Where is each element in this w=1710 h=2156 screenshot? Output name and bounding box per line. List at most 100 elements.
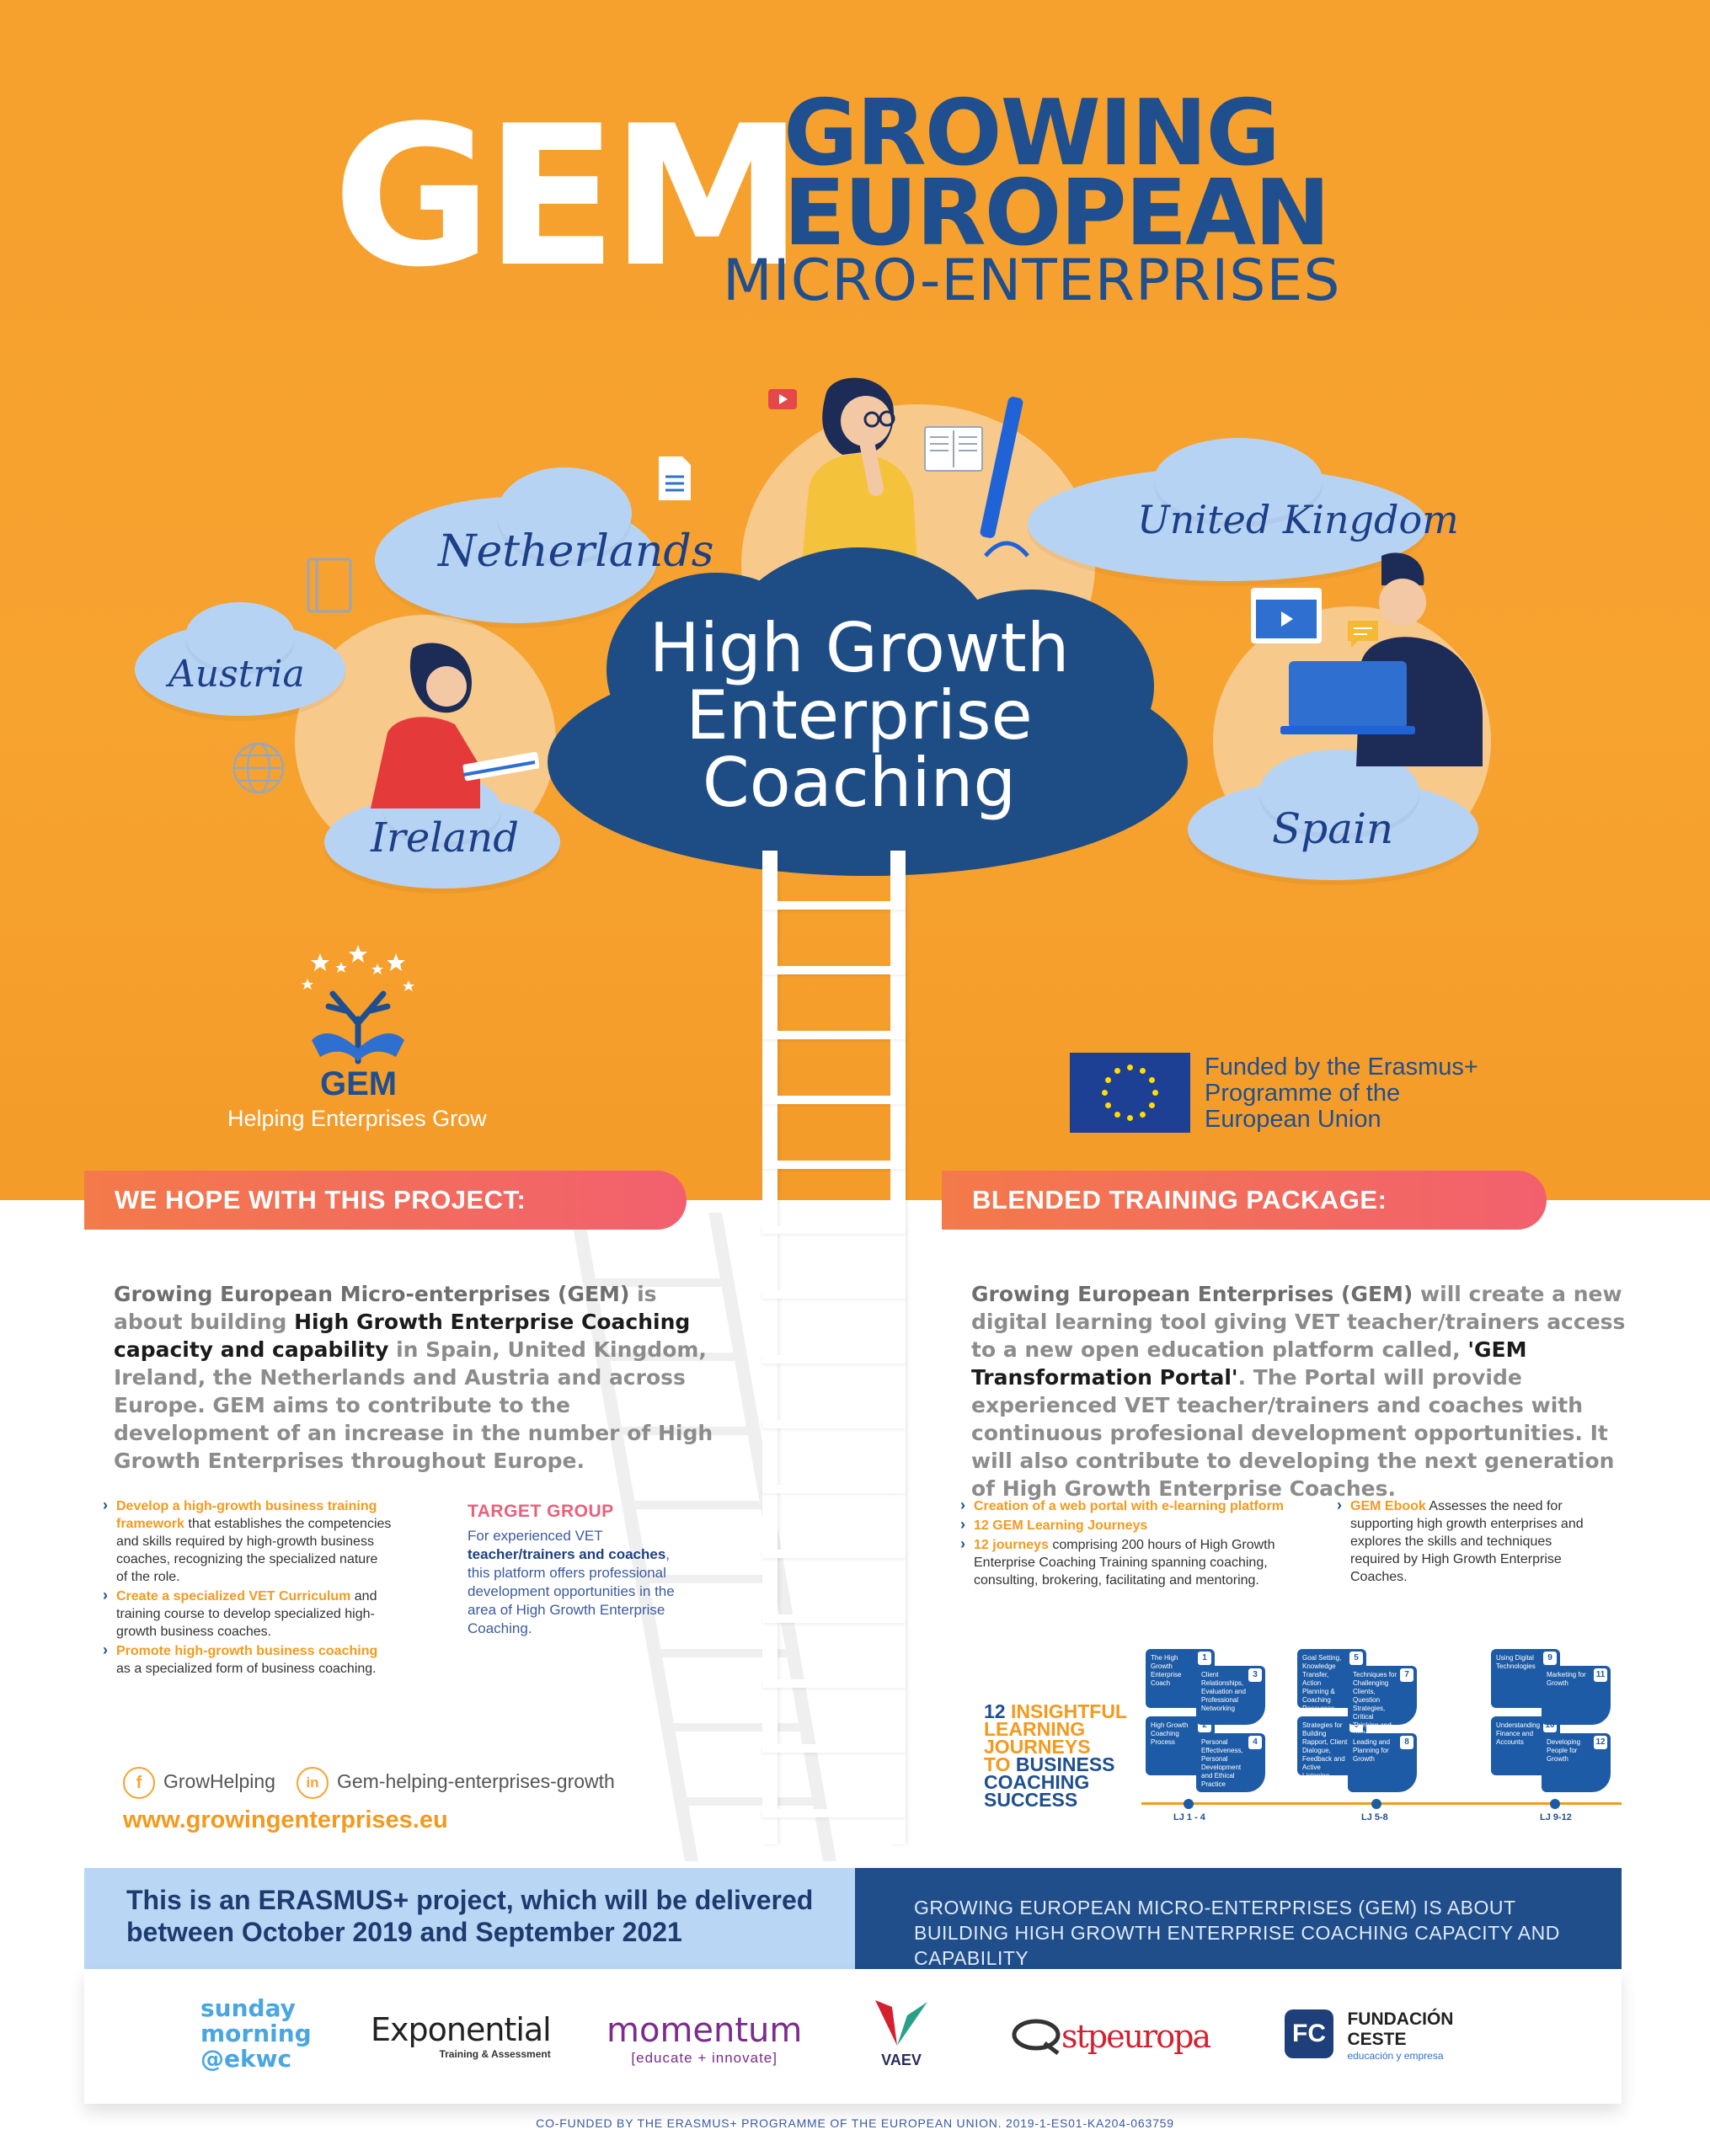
bullet-highlight: Create a specialized VET Curriculum: [116, 1589, 351, 1604]
target-group-body: For experienced VET teacher/trainers and…: [468, 1527, 691, 1638]
social-facebook[interactable]: f GrowHelping: [123, 1767, 275, 1799]
project-duration-panel: [84, 1868, 855, 1969]
cloud-united-kingdom-puff: [1154, 438, 1323, 522]
timeline-title-part: BUSINESS: [1015, 1753, 1115, 1775]
journey-label: High Growth Coaching Process: [1151, 1721, 1189, 1746]
target-group-title: TARGET GROUP: [468, 1502, 614, 1521]
journey-label: Strategies for Building Rapport, Client …: [1302, 1721, 1348, 1780]
journey-number: 1: [1198, 1652, 1211, 1665]
open-book-icon: [924, 426, 983, 472]
ladder-rung: [762, 901, 906, 910]
partner-exponential-sub: Training & Assessment: [439, 2048, 551, 2060]
cloud-austria-puff: [185, 602, 295, 670]
right-intro-part-3: 'GEM Transformation Portal': [971, 1337, 1527, 1390]
timeline-title-part: JOURNEYS: [984, 1736, 1091, 1758]
country-united-kingdom: United Kingdom: [1137, 497, 1459, 542]
ladder-rung: [762, 966, 906, 974]
partner-logo-momentum: momentum [educate + innovate]: [607, 2011, 802, 2067]
eu-star: [1114, 1068, 1120, 1075]
partner-ceste-line-3: educación y empresa: [1347, 2050, 1444, 2062]
country-ireland: Ireland: [371, 814, 519, 862]
partner-sunday-line: @ekwc: [200, 2045, 292, 2073]
journey-label: Goal Setting, Knowledge Transfer, Action…: [1302, 1654, 1342, 1712]
bullet-text: and training course to develop specializ…: [116, 1589, 377, 1639]
list-item: GEM Ebook Assesses the need for supporti…: [1335, 1497, 1592, 1586]
timeline-title-part: LEARNING: [984, 1718, 1086, 1740]
title-micro-enterprises: MICRO-ENTERPRISES: [723, 248, 1341, 314]
left-intro-part-1: Growing European Micro-enterprises (GEM): [114, 1282, 630, 1306]
list-item: Promote high-growth business coaching as…: [101, 1641, 392, 1678]
right-bullet-list-a: Creation of a web portal with e-learning…: [959, 1497, 1312, 1591]
journey-number: 9: [1543, 1652, 1557, 1665]
vaev-mark-icon: [875, 2000, 927, 2046]
eu-star: [1127, 1115, 1133, 1121]
partner-logo-vaev: VAEV: [872, 1999, 931, 2069]
ladder-rung: [762, 1290, 906, 1299]
partner-sunday-line: morning: [200, 2020, 312, 2047]
partner-momentum-name: momentum: [607, 2011, 803, 2050]
project-summary-text: GROWING EUROPEAN MICRO-ENTERPRISES (GEM)…: [914, 1897, 1560, 1969]
ladder-rung: [762, 1485, 906, 1493]
ladder-rail-left: [762, 851, 778, 1844]
journey-number: 8: [1400, 1736, 1413, 1749]
timeline-title: 12 INSIGHTFUL LEARNING JOURNEYS TO BUSIN…: [984, 1700, 1127, 1810]
partner-momentum-sub: [educate + innovate]: [631, 2050, 778, 2066]
journey-label: Understanding Finance and Accounts: [1496, 1721, 1541, 1746]
eu-star: [1102, 1090, 1108, 1096]
left-intro-part-4: in Spain, United Kingdom, Ireland, the N…: [114, 1337, 713, 1473]
website-link[interactable]: www.growingenterprises.eu: [123, 1806, 448, 1833]
ladder-rung: [762, 1614, 906, 1623]
main-cloud-title: High Growth Enterprise Coaching: [581, 615, 1137, 817]
journey-number: 12: [1594, 1736, 1607, 1749]
journey-tag-4: Personal Effectiveness, Personal Develop…: [1196, 1733, 1265, 1792]
video-play-icon: [768, 389, 797, 409]
left-intro-part-2: is about building: [114, 1282, 657, 1334]
journey-label: Leading and Planning for Growth: [1353, 1738, 1391, 1763]
project-summary-panel: [855, 1868, 1622, 1969]
eu-star: [1148, 1077, 1155, 1083]
right-intro-part-1: Growing European Enterprises (GEM): [971, 1282, 1413, 1306]
bullet-highlight: GEM Ebook: [1350, 1499, 1426, 1513]
target-group-part-3: , this platform offers professional deve…: [468, 1546, 675, 1636]
ceste-fc-icon: FC: [1285, 2009, 1333, 2058]
journey-tag-3: Client Relationships, Evaluation and Pro…: [1196, 1666, 1265, 1725]
facebook-icon: f: [123, 1767, 155, 1799]
ladder-rung: [762, 1096, 906, 1104]
journey-number: 3: [1248, 1668, 1262, 1682]
gem-logo-name: GEM: [320, 1065, 398, 1102]
monitor-illustration: [980, 397, 1029, 558]
ladder-illustration: [762, 851, 906, 1844]
eu-star: [1140, 1068, 1146, 1075]
right-section-banner: BLENDED TRAINING PACKAGE:: [942, 1171, 1547, 1230]
journey-label: Client Relationships, Evaluation and Pro…: [1201, 1671, 1246, 1712]
main-cloud-line-1: High Growth: [649, 609, 1070, 687]
partner-vaev-name: VAEV: [881, 2052, 922, 2068]
partner-logo-fundacion-ceste: FC FUNDACIÓN CESTE educación y empresa: [1285, 2009, 1453, 2062]
country-austria: Austria: [168, 653, 305, 696]
left-bullet-list: Develop a high-growth business training …: [101, 1497, 392, 1679]
list-item: 12 GEM Learning Journeys: [959, 1516, 1312, 1534]
ladder-rung: [762, 1420, 906, 1428]
ladder-rung: [762, 1550, 906, 1558]
eu-star: [1152, 1090, 1158, 1096]
timeline-title-part: 12: [984, 1700, 1011, 1722]
eu-star: [1105, 1102, 1112, 1108]
bullet-text: Assesses the need for supporting high gr…: [1350, 1499, 1584, 1584]
bullet-text: comprising 200 hours of High Growth Ente…: [974, 1538, 1275, 1588]
facebook-handle: GrowHelping: [163, 1770, 275, 1793]
timeline-title-part: COACHING: [984, 1771, 1090, 1793]
journey-label: Developing People for Growth: [1547, 1738, 1581, 1763]
gem-wordmark: GEM: [333, 85, 804, 310]
left-intro-part-3: High Growth Enterprise Coaching capacity…: [114, 1310, 691, 1362]
woman-writing-illustration: [371, 643, 539, 808]
partner-ceste-line-1: FUNDACIÓN: [1347, 2009, 1454, 2029]
main-cloud-bottom: [649, 724, 1087, 876]
list-item: Creation of a web portal with e-learning…: [959, 1497, 1312, 1515]
eu-star: [1114, 1111, 1120, 1118]
left-intro-paragraph: Growing European Micro-enterprises (GEM)…: [114, 1280, 720, 1475]
project-duration-text: This is an ERASMUS+ project, which will …: [126, 1885, 814, 1947]
stpeuropa-q-icon: [1012, 2019, 1061, 2055]
timeline-marker: [1371, 1799, 1381, 1809]
eu-star: [1127, 1065, 1133, 1070]
